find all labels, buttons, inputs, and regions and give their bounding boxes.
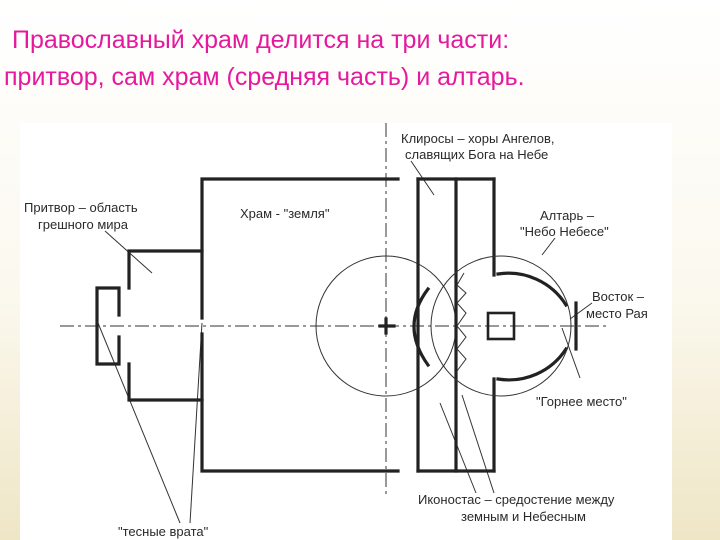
label-altar-1: Алтарь – <box>540 208 595 223</box>
narthex-wall <box>127 249 204 402</box>
slide-title: Православный храм делится на три части: … <box>0 22 720 96</box>
label-gornee: "Горнее место" <box>536 394 627 409</box>
label-pritvor-2: грешного мира <box>38 217 129 232</box>
label-ikonostas-2: земным и Небесным <box>461 509 586 524</box>
church-plan-diagram: Клиросы – хоры Ангелов, славящих Бога на… <box>20 123 672 540</box>
pointer-vrata-1 <box>97 322 181 524</box>
label-vostok-1: Восток – <box>592 289 645 304</box>
label-ikonostas-1: Иконостас – средостение между <box>418 492 615 507</box>
narthex-outer-wall <box>95 286 121 366</box>
label-vostok-2: место Рая <box>586 306 648 321</box>
label-kliros-1: Клиросы – хоры Ангелов, <box>401 131 555 146</box>
iconostasis-arc <box>412 286 431 368</box>
pointer-vostok <box>569 302 593 320</box>
label-vrata: "тесные врата" <box>118 524 209 539</box>
altar-apse-top <box>496 271 569 308</box>
label-kliros-2: славящих Бога на Небе <box>405 147 548 162</box>
church-plan-svg: Клиросы – хоры Ангелов, славящих Бога на… <box>24 123 648 539</box>
label-pritvor-1: Притвор – область <box>24 200 138 215</box>
altar-apse-bottom <box>496 346 569 382</box>
label-altar-2: "Небо Небесе" <box>520 224 609 239</box>
title-line-2: притвор, сам храм (средняя часть) и алта… <box>4 63 525 91</box>
pointer-altar <box>541 237 556 256</box>
label-hram: Храм - "земля" <box>240 206 330 221</box>
altar-circle <box>430 255 572 397</box>
title-line-1: Православный храм делится на три части: <box>12 26 510 54</box>
pointer-ikonostas-1 <box>461 394 495 494</box>
pointer-gornee <box>561 327 581 379</box>
high-place-square <box>486 311 516 341</box>
pointer-vrata-2 <box>189 322 203 524</box>
nave-wall <box>200 177 400 473</box>
pointer-ikonostas-2 <box>439 402 477 494</box>
royal-doors-zigzag <box>456 272 467 372</box>
